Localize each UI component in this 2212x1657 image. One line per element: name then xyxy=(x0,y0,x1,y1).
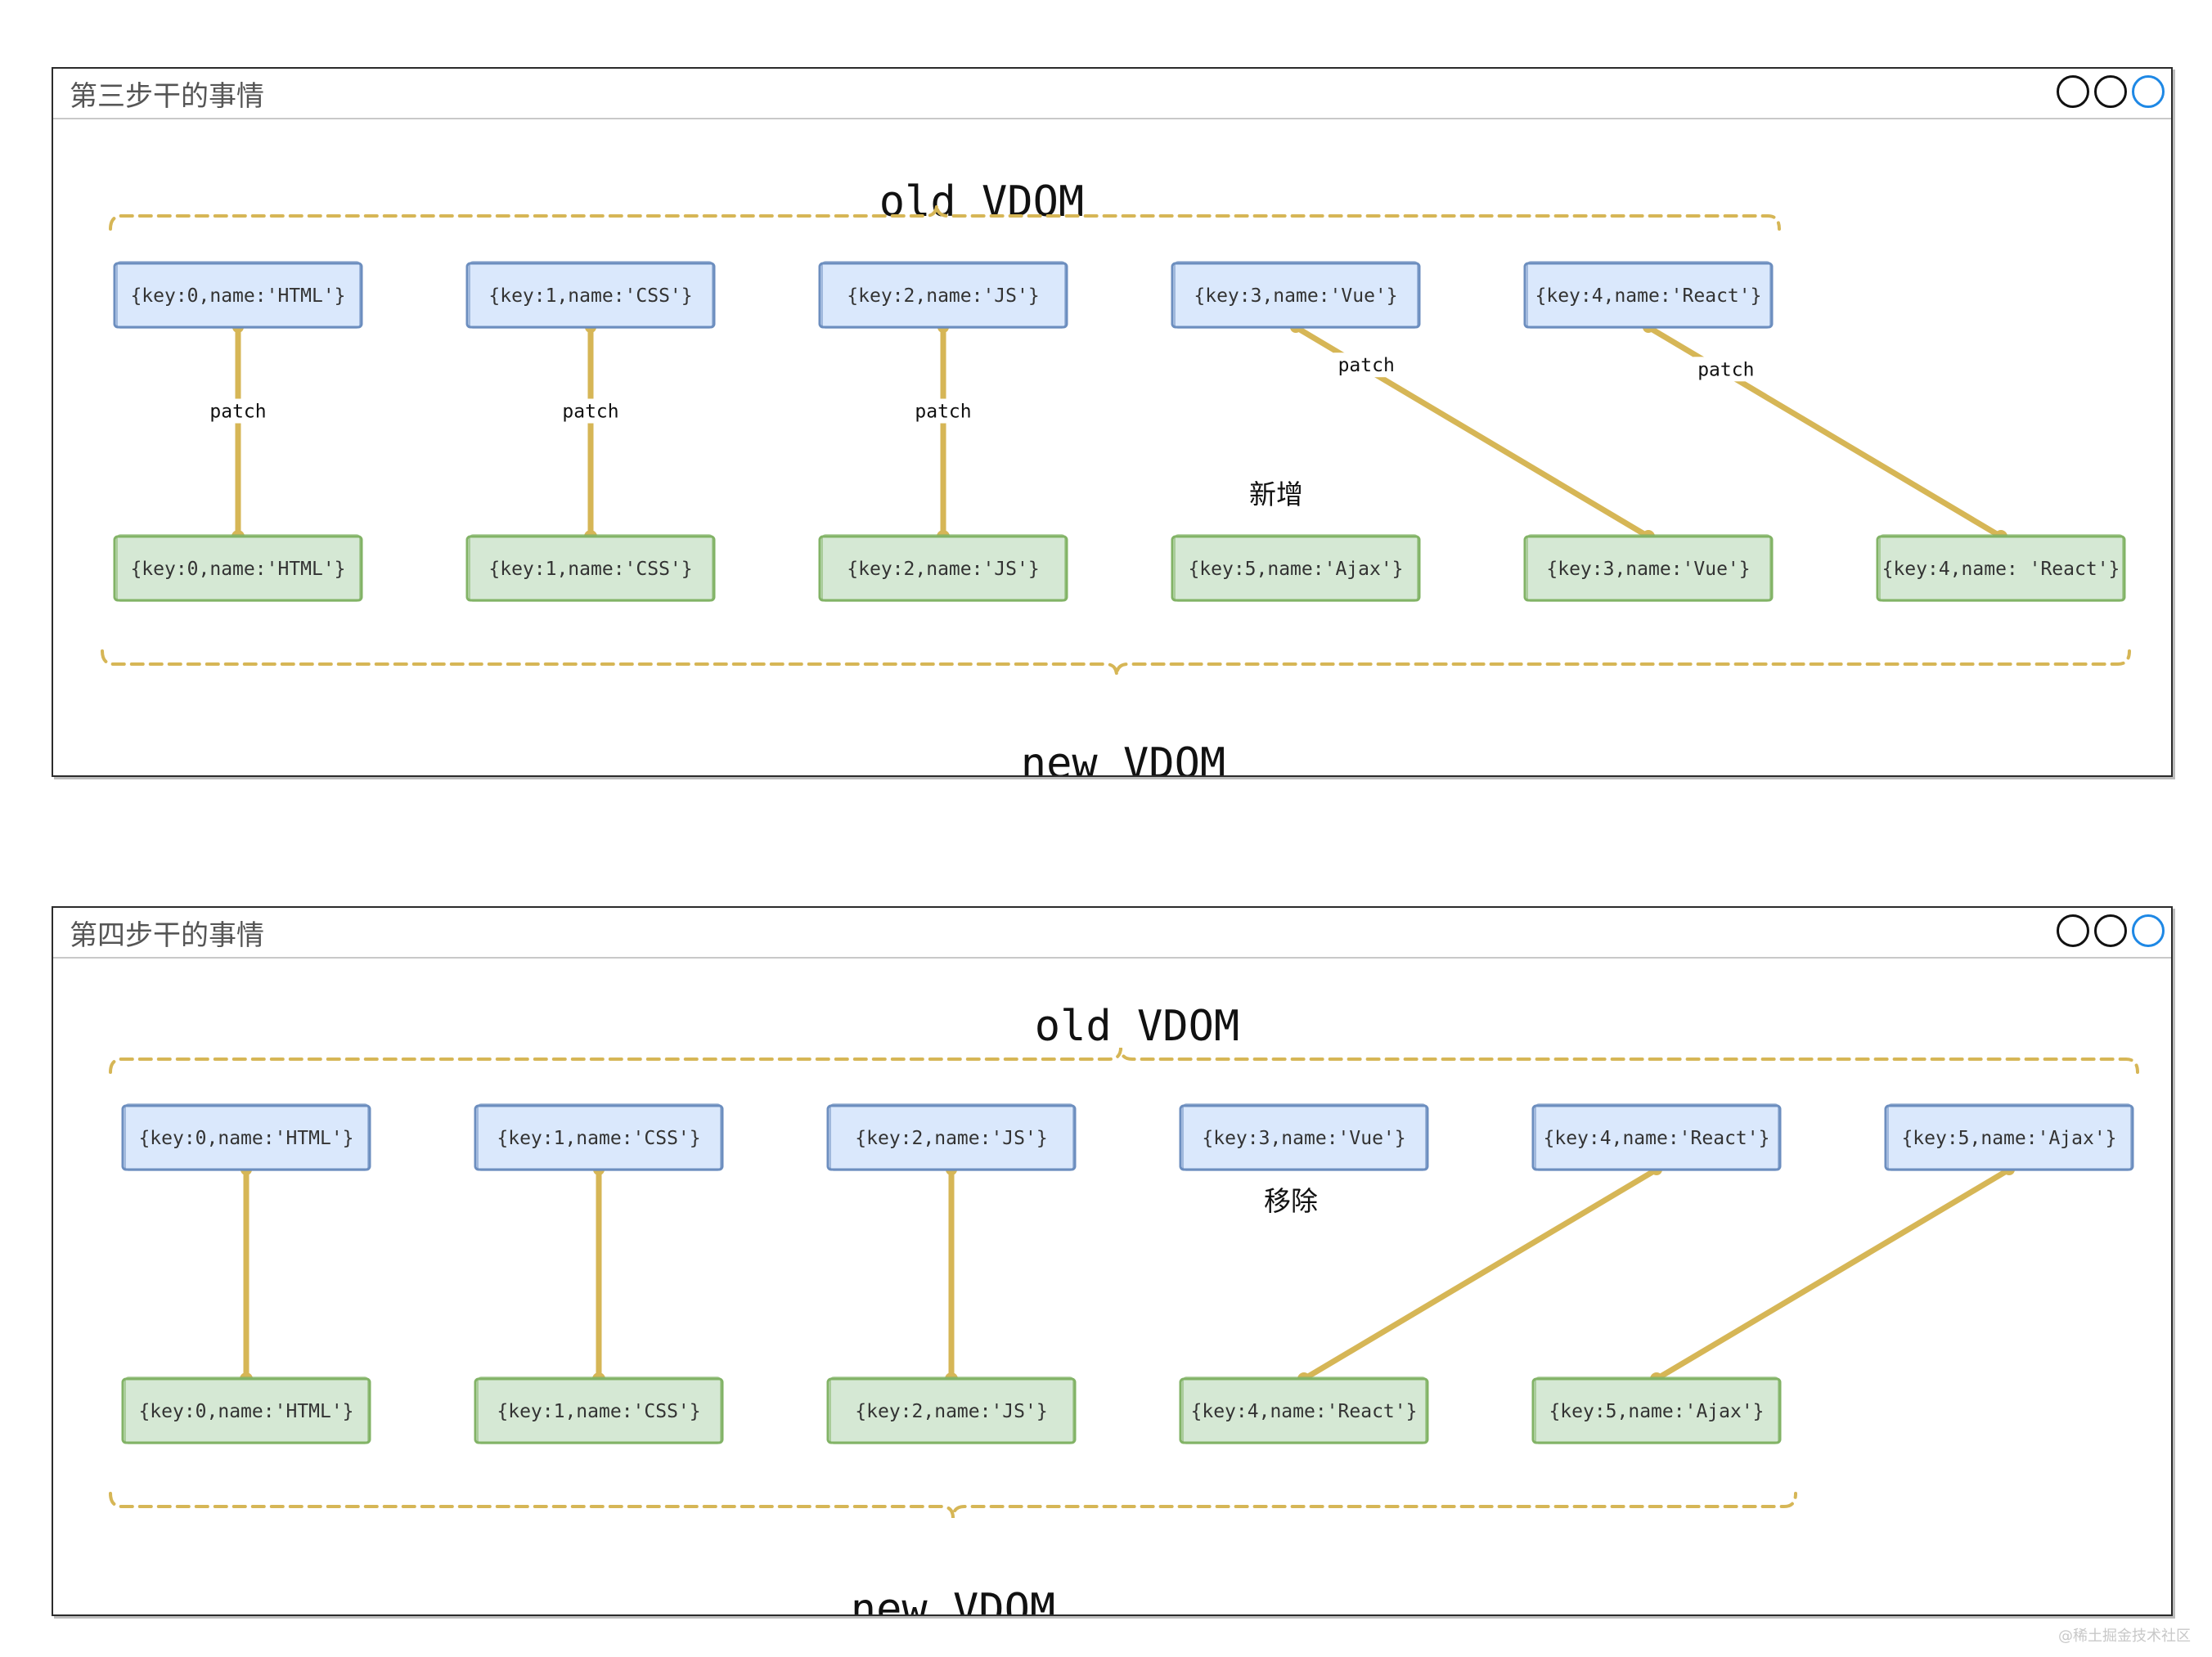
old-node-5: {key:5,name:'Ajax'} xyxy=(1884,1103,2134,1171)
old-node-1: {key:1,name:'CSS'} xyxy=(465,261,716,329)
new-vdom-title: new VDOM xyxy=(851,1585,1055,1614)
window-controls xyxy=(2057,914,2165,947)
old-node-1: {key:1,name:'CSS'} xyxy=(474,1103,724,1171)
old-node-0: {key:0,name:'HTML'} xyxy=(121,1103,371,1171)
new-vdom-title: new VDOM xyxy=(1021,739,1225,775)
node-label: {key:3,name:'Vue'} xyxy=(1546,559,1750,580)
old-node-2: {key:2,name:'JS'} xyxy=(826,1103,1077,1171)
step4-panel: 第四步干的事情 old VDOM new VDOM {key:0,name:'HTM… xyxy=(52,906,2173,1616)
old-vdom-brace xyxy=(109,204,1781,231)
circle-icon[interactable] xyxy=(2057,914,2089,947)
edge-label-bg xyxy=(910,398,976,424)
patch-label: patch xyxy=(562,402,618,423)
window-controls xyxy=(2057,75,2165,108)
circle-icon[interactable] xyxy=(2094,914,2127,947)
new-vdom-brace xyxy=(101,649,2131,676)
circle-icon[interactable] xyxy=(2057,75,2089,108)
circle-icon[interactable] xyxy=(2132,75,2165,108)
edge-4 xyxy=(1653,1166,2012,1382)
edge-label-bg xyxy=(1693,357,1759,382)
node-label: {key:5,name:'Ajax'} xyxy=(1901,1128,2116,1149)
edge-3 xyxy=(1301,1166,1660,1382)
node-label: {key:2,name:'JS'} xyxy=(847,285,1039,307)
node-label: {key:4,name: 'React'} xyxy=(1882,559,2120,580)
old-vdom-title: old VDOM xyxy=(879,177,1084,227)
new-node-1: {key:1,name:'CSS'} xyxy=(465,534,716,602)
old-node-4: {key:4,name:'React'} xyxy=(1523,261,1774,329)
node-label: {key:1,name:'CSS'} xyxy=(497,1128,700,1149)
node-label: {key:0,name:'HTML'} xyxy=(130,559,345,580)
new-node-4: {key:5,name:'Ajax'} xyxy=(1531,1376,1782,1444)
old-node-3: {key:3,name:'Vue'} xyxy=(1171,261,1421,329)
patch-label: patch xyxy=(209,402,266,423)
node-label: {key:5,name:'Ajax'} xyxy=(1188,559,1403,580)
node-label: {key:1,name:'CSS'} xyxy=(488,559,692,580)
step3-diagram: old VDOM new VDOM patch patch patch patch patc… xyxy=(101,177,2131,775)
watermark: @稀土掘金技术社区 xyxy=(2058,1628,2191,1645)
edge-label-bg xyxy=(558,398,623,424)
node-label: {key:5,name:'Ajax'} xyxy=(1549,1401,1764,1422)
node-label: {key:0,name:'HTML'} xyxy=(138,1401,353,1422)
step4-title: 第四步干的事情 xyxy=(70,919,264,952)
circle-icon[interactable] xyxy=(2132,914,2165,947)
new-node-2: {key:2,name:'JS'} xyxy=(826,1376,1077,1444)
old-vdom-brace xyxy=(109,1047,2139,1074)
new-node-3: {key:4,name:'React'} xyxy=(1179,1376,1429,1444)
node-label: {key:3,name:'Vue'} xyxy=(1202,1128,1405,1149)
added-note: 新增 xyxy=(1249,478,1303,510)
old-node-2: {key:2,name:'JS'} xyxy=(818,261,1068,329)
edge-label-bg xyxy=(1333,353,1400,378)
node-label: {key:2,name:'JS'} xyxy=(855,1128,1047,1149)
edge-label-bg xyxy=(205,398,271,424)
removed-note: 移除 xyxy=(1264,1185,1318,1217)
node-label: {key:2,name:'JS'} xyxy=(847,559,1039,580)
new-vdom-brace xyxy=(109,1492,1797,1519)
patch-label: patch xyxy=(1697,359,1754,380)
node-label: {key:1,name:'CSS'} xyxy=(488,285,692,307)
circle-icon[interactable] xyxy=(2094,75,2127,108)
new-node-0: {key:0,name:'HTML'} xyxy=(121,1376,371,1444)
node-label: {key:4,name:'React'} xyxy=(1535,285,1762,307)
node-label: {key:1,name:'CSS'} xyxy=(497,1401,700,1422)
step3-titlebar: 第三步干的事情 xyxy=(53,69,2171,119)
new-node-5: {key:4,name: 'React'} xyxy=(1876,534,2126,602)
new-node-1: {key:1,name:'CSS'} xyxy=(474,1376,724,1444)
patch-label: patch xyxy=(915,402,971,423)
node-label: {key:0,name:'HTML'} xyxy=(130,285,345,307)
new-node-3: {key:5,name:'Ajax'} xyxy=(1171,534,1421,602)
new-node-2: {key:2,name:'JS'} xyxy=(818,534,1068,602)
node-label: {key:0,name:'HTML'} xyxy=(138,1128,353,1149)
old-node-4: {key:4,name:'React'} xyxy=(1531,1103,1782,1171)
patch-label: patch xyxy=(1338,355,1395,376)
old-vdom-title: old VDOM xyxy=(1035,1002,1239,1051)
step3-title: 第三步干的事情 xyxy=(70,80,264,113)
node-label: {key:4,name:'React'} xyxy=(1544,1128,1770,1149)
new-node-0: {key:0,name:'HTML'} xyxy=(113,534,363,602)
old-node-0: {key:0,name:'HTML'} xyxy=(113,261,363,329)
node-label: {key:2,name:'JS'} xyxy=(855,1401,1047,1422)
new-node-4: {key:3,name:'Vue'} xyxy=(1523,534,1774,602)
node-label: {key:3,name:'Vue'} xyxy=(1194,285,1397,307)
step3-panel: 第三步干的事情 old VDOM new VDOM patch patch patch p… xyxy=(52,67,2173,777)
step4-titlebar: 第四步干的事情 xyxy=(53,908,2171,959)
old-node-3: {key:3,name:'Vue'} xyxy=(1179,1103,1429,1171)
node-label: {key:4,name:'React'} xyxy=(1191,1401,1418,1422)
step4-diagram: old VDOM new VDOM {key:0,name:'HTML'} {key:… xyxy=(109,1002,2139,1614)
